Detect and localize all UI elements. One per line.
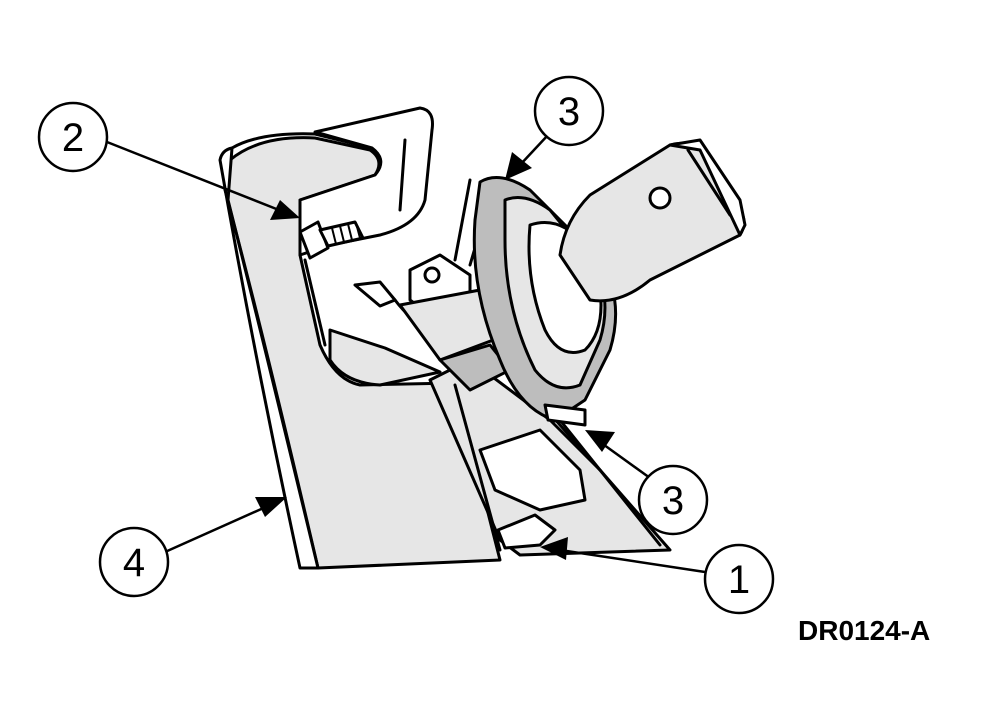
callout-2: 2 — [37, 101, 109, 173]
callout-3-top: 3 — [533, 75, 605, 147]
leader-1 — [559, 548, 706, 574]
steering-column — [428, 343, 672, 557]
leader-lines — [106, 134, 706, 574]
leader-2 — [106, 140, 285, 214]
arrowhead-4 — [255, 497, 287, 517]
shift-boot — [472, 176, 618, 427]
callout-3-bottom-label: 3 — [662, 479, 684, 523]
shift-lever-handle — [558, 138, 747, 303]
arrowhead-2 — [270, 200, 300, 220]
arrowhead-3-bottom — [585, 430, 615, 452]
callout-2-label: 2 — [62, 116, 84, 160]
trim-panel — [218, 106, 502, 570]
arrowhead-3-top — [505, 152, 532, 180]
callout-3-bottom: 3 — [637, 464, 709, 536]
arrowhead-1 — [540, 537, 568, 560]
callout-4-label: 4 — [123, 541, 145, 585]
callout-1-label: 1 — [728, 558, 750, 602]
retaining-screw — [298, 220, 365, 260]
figure-id: DR0124-A — [798, 615, 930, 646]
callout-1: 1 — [703, 543, 775, 615]
leader-4 — [164, 504, 269, 554]
leader-3-top — [519, 134, 549, 166]
callout-3-top-label: 3 — [558, 90, 580, 134]
callout-4: 4 — [98, 526, 170, 598]
leader-3-bottom — [599, 440, 651, 480]
